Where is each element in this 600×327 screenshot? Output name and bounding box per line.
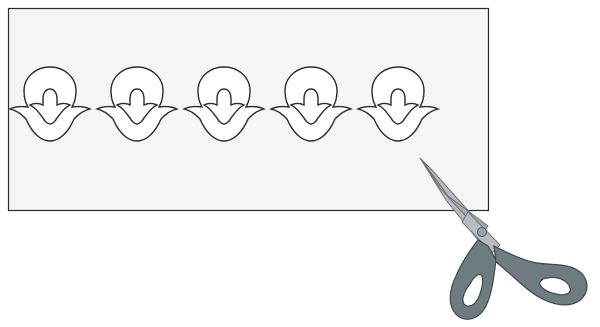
scissors-screw xyxy=(478,228,487,237)
scissors-handle-left xyxy=(450,240,496,319)
scissors-handle-right xyxy=(494,246,587,305)
